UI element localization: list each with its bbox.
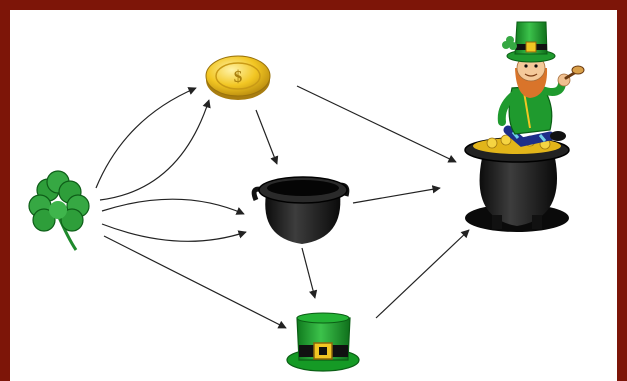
gold-coin-icon: $ [206, 56, 270, 100]
leprechaun-with-pot-of-gold-icon [465, 22, 584, 232]
edge-shamrock-to-coin-1 [96, 88, 196, 188]
edge-pot-to-leprechaun [353, 188, 440, 203]
edge-pot-to-hat [302, 248, 315, 298]
green-hat-icon [287, 313, 359, 371]
edge-coin-to-leprechaun [297, 86, 456, 162]
shamrock-icon [29, 171, 89, 250]
edge-shamrock-to-pot-2 [102, 224, 246, 241]
diagram-frame: $ [10, 10, 617, 381]
edge-coin-to-pot [256, 110, 277, 164]
edge-hat-to-leprechaun [376, 230, 469, 318]
coin-symbol: $ [234, 67, 243, 86]
edge-shamrock-to-hat [104, 236, 286, 328]
diagram-canvas: $ [10, 10, 617, 381]
black-pot-icon [254, 177, 347, 244]
edge-shamrock-to-pot-1 [102, 199, 244, 214]
